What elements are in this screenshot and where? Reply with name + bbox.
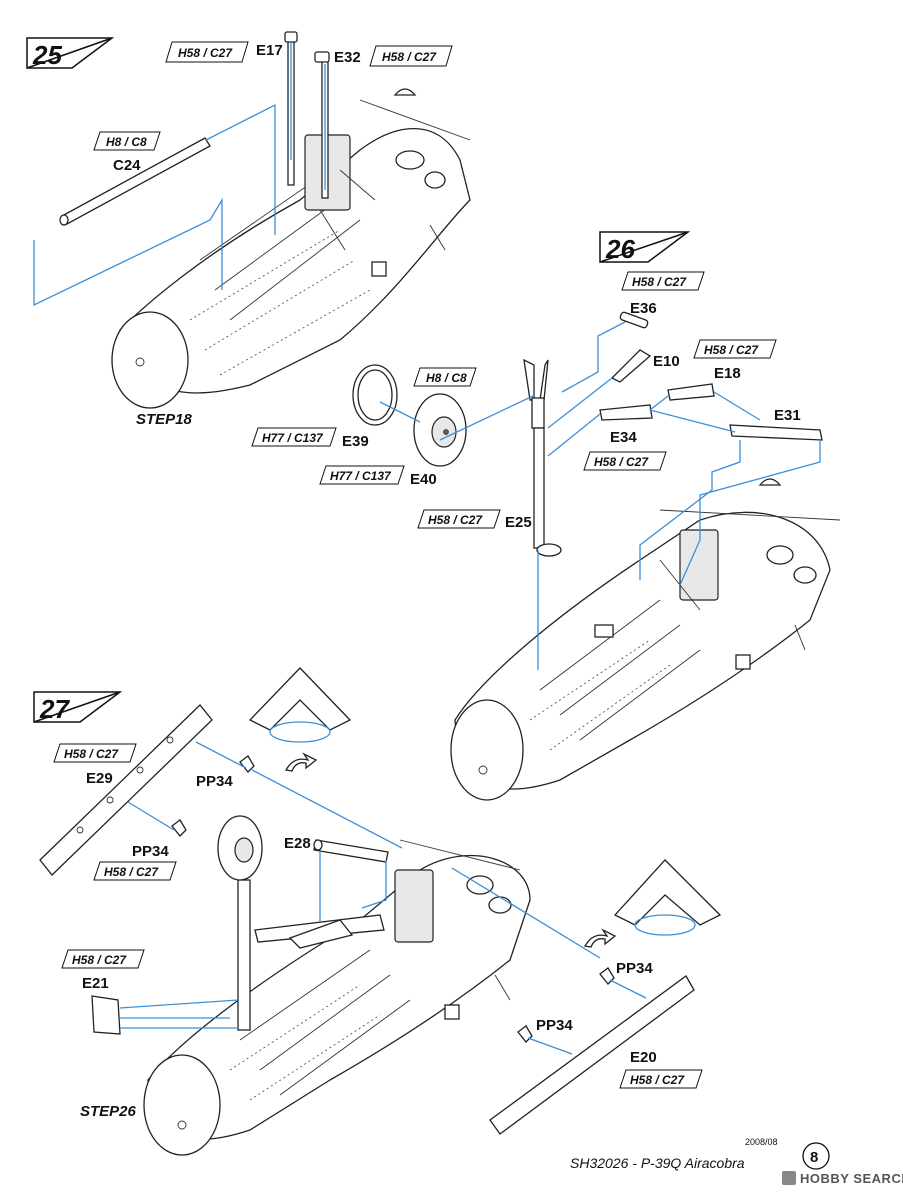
part-e28 [313,839,389,863]
part-e18 [667,383,715,401]
step-number: 25 [32,40,62,70]
rotate-arrow-icon [248,667,352,772]
page-number-badge [802,1142,830,1170]
watermark-text: HOBBY SEARCH [800,1171,903,1186]
paint-tag-e21: H58 / C27 [61,949,145,969]
fuselage-nose-step26 [143,815,531,1156]
step-number-box: 25 [26,37,115,70]
part-label-e32: E32 [334,49,361,66]
rotate-arrow-icon [583,859,722,948]
print-date: 2008/08 [745,1137,778,1147]
part-label-e31: E31 [774,407,801,424]
svg-text:H77 / C137: H77 / C137 [330,469,392,483]
part-label-e20: E20 [630,1049,657,1066]
svg-text:H8 / C8: H8 / C8 [106,135,147,149]
svg-text:H8 / C8: H8 / C8 [426,371,467,385]
svg-text:H77 / C137: H77 / C137 [262,431,324,445]
part-label-e40: E40 [410,471,437,488]
part-label-e34: E34 [610,429,637,446]
paint-tag-e29: H58 / C27 [53,743,137,763]
svg-text:H58 / C27: H58 / C27 [178,46,233,60]
fuselage-nose-step25 [450,478,841,801]
part-label-c24: C24 [113,157,141,174]
part-e25 [523,358,562,557]
page-number: 8 [810,1149,818,1166]
paint-tag-wheel: H8 / C8 [413,367,477,387]
part-e34 [599,404,653,421]
part-label-pp34-a: PP34 [196,773,233,790]
part-label-pp34-c: PP34 [616,960,653,977]
paint-tag-e18: H58 / C27 [693,339,777,359]
step-number-box: 27 [33,691,123,724]
part-label-e28: E28 [284,835,311,852]
step-base-label: STEP18 [136,411,193,428]
part-e39 [352,364,398,426]
part-label-pp34-b: PP34 [132,843,169,860]
step-26: 26 H58 / C27 [417,231,841,801]
part-label-e18: E18 [714,365,741,382]
part-e40 [413,393,467,467]
part-pp34-d [517,1025,533,1043]
part-pp34-a [239,755,255,773]
svg-text:H58 / C27: H58 / C27 [630,1073,685,1087]
paint-tag-pp34: H58 / C27 [93,861,177,881]
step-27: 27 H58 / C27 E29 PP34 PP34 H58 / C27 [33,667,722,1156]
step-base-label: STEP26 [80,1103,137,1120]
paint-tag-e20: H58 / C27 [619,1069,703,1089]
svg-text:H58 / C27: H58 / C27 [428,513,483,527]
paint-tag-e32: H58 / C27 [369,45,453,67]
part-label-e36: E36 [630,300,657,317]
svg-text:H58 / C27: H58 / C27 [594,455,649,469]
paint-tag-e17: H58 / C27 [165,41,249,63]
part-e20 [489,975,695,1135]
svg-text:H58 / C27: H58 / C27 [382,50,437,64]
svg-text:H58 / C27: H58 / C27 [632,275,687,289]
part-e36 [619,311,649,329]
part-label-e10: E10 [653,353,680,370]
part-pp34-b [171,819,187,837]
part-label-e25: E25 [505,514,532,531]
part-label-e29: E29 [86,770,113,787]
svg-text:H58 / C27: H58 / C27 [104,865,159,879]
footer: 2008/08 SH32026 - P-39Q Airacobra 8 HOBB… [570,1137,903,1186]
paint-tag-e39: H77 / C137 [251,427,337,447]
watermark: HOBBY SEARCH [782,1171,903,1186]
part-e29 [39,704,213,876]
paint-tag-e36: H58 / C27 [621,271,705,291]
paint-tag-e34: H58 / C27 [583,451,667,471]
paint-tag-e25: H58 / C27 [417,509,501,529]
part-label-e21: E21 [82,975,109,992]
paint-tag-e40: H77 / C137 [319,465,405,485]
step-number-box: 26 [599,231,691,264]
part-e10 [610,349,652,383]
svg-text:H58 / C27: H58 / C27 [704,343,759,357]
step-number: 27 [39,694,70,724]
part-c24 [59,137,211,226]
part-label-e17: E17 [256,42,283,59]
kit-title: SH32026 - P-39Q Airacobra [570,1155,745,1171]
step-number: 26 [605,234,635,264]
step-25: 25 E17 E32 [26,31,477,488]
part-label-pp34-d: PP34 [536,1017,573,1034]
svg-text:H58 / C27: H58 / C27 [72,953,127,967]
svg-text:H58 / C27: H58 / C27 [64,747,119,761]
part-e31 [729,424,823,441]
part-label-e39: E39 [342,433,369,450]
part-e21 [91,995,121,1035]
paint-tag-c24: H8 / C8 [93,131,161,151]
